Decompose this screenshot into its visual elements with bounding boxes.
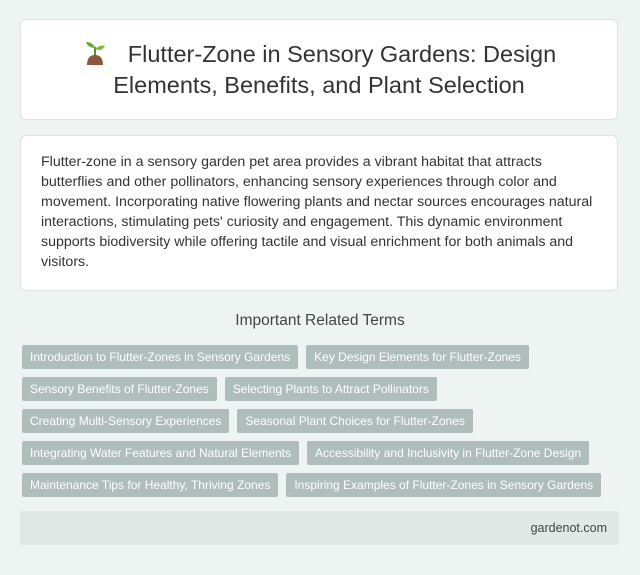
term-tag[interactable]: Sensory Benefits of Flutter-Zones <box>22 377 217 401</box>
summary-text: Flutter-zone in a sensory garden pet are… <box>41 154 593 270</box>
term-tag[interactable]: Maintenance Tips for Healthy, Thriving Z… <box>22 473 279 497</box>
title-text: Flutter-Zone in Sensory Gardens: Design … <box>113 40 557 98</box>
term-tag[interactable]: Selecting Plants to Attract Pollinators <box>224 377 437 401</box>
term-tag[interactable]: Key Design Elements for Flutter-Zones <box>306 345 529 369</box>
term-tag[interactable]: Integrating Water Features and Natural E… <box>22 441 300 465</box>
term-tag[interactable]: Introduction to Flutter-Zones in Sensory… <box>22 345 299 369</box>
footer: gardenot.com <box>20 511 619 545</box>
page-title: Flutter-Zone in Sensory Gardens: Design … <box>59 39 579 101</box>
footer-site-link[interactable]: gardenot.com <box>530 521 607 535</box>
term-tag[interactable]: Seasonal Plant Choices for Flutter-Zones <box>237 409 473 433</box>
term-tag[interactable]: Creating Multi-Sensory Experiences <box>22 409 230 433</box>
related-terms-list: Introduction to Flutter-Zones in Sensory… <box>22 345 612 497</box>
sprout-icon <box>85 41 105 65</box>
title-card: Flutter-Zone in Sensory Gardens: Design … <box>20 19 618 120</box>
term-tag[interactable]: Inspiring Examples of Flutter-Zones in S… <box>286 473 602 497</box>
term-tag[interactable]: Accessibility and Inclusivity in Flutter… <box>307 441 590 465</box>
summary-card: Flutter-zone in a sensory garden pet are… <box>20 135 618 291</box>
related-terms-heading: Important Related Terms <box>235 312 405 329</box>
